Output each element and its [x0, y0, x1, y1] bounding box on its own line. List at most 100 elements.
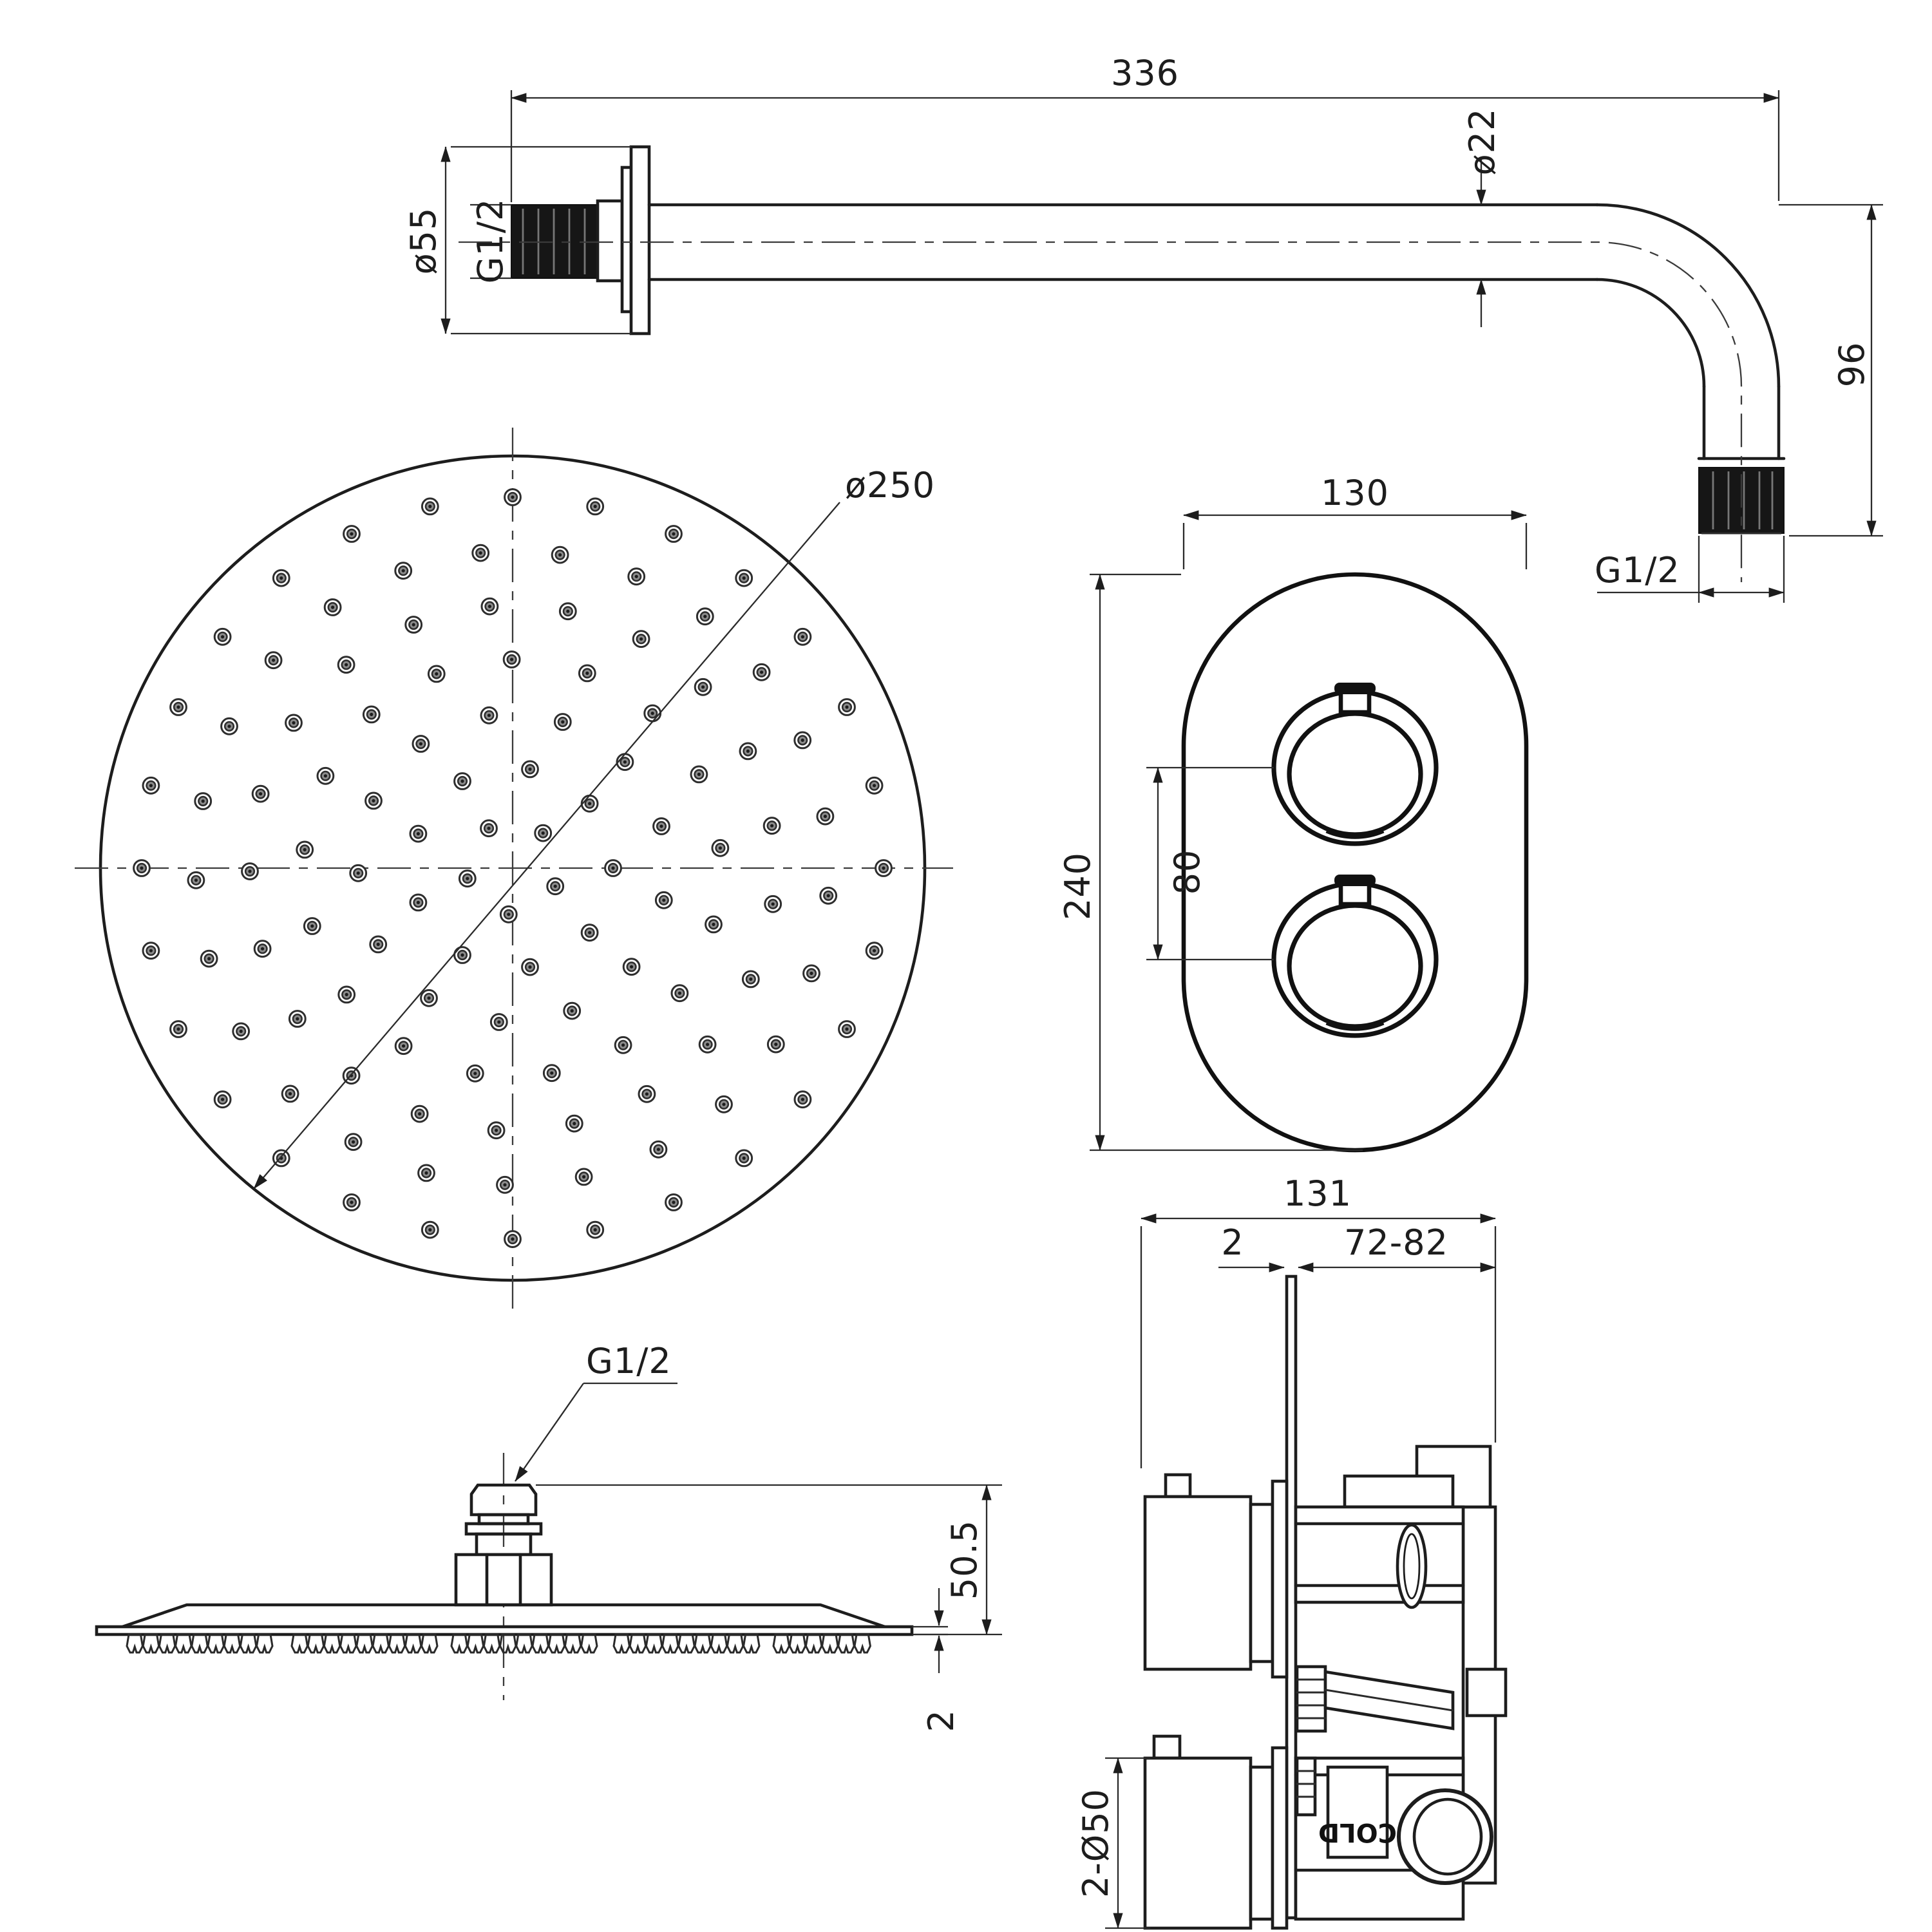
- nozzle: [303, 848, 307, 851]
- nozzle: [845, 705, 849, 709]
- nozzle-tooth: [726, 1633, 744, 1654]
- nozzle: [810, 971, 813, 975]
- head-disc: [95, 1603, 914, 1636]
- dim-valve-side-width-label: 131: [1283, 1173, 1352, 1214]
- dim-flange-diameter-label: ø55: [403, 207, 444, 275]
- nozzle: [593, 1228, 597, 1232]
- nozzle-tooth: [677, 1633, 696, 1654]
- nozzle: [749, 977, 753, 981]
- dim-depth-range: 72-82: [1298, 1222, 1496, 1273]
- shower-arm-side-view: 336 ø55 G1/2 ø22 96: [403, 53, 1883, 603]
- nozzle: [511, 1237, 515, 1241]
- nozzle-tooth: [372, 1633, 390, 1654]
- nozzle-tooth: [661, 1633, 679, 1654]
- nozzle-tooth: [175, 1633, 193, 1654]
- shower-head-side-view: G1/2 50.5 2: [95, 1341, 1002, 1732]
- nozzle: [460, 779, 464, 783]
- nozzle-tooth: [629, 1633, 647, 1654]
- nozzle: [588, 931, 592, 934]
- nozzle: [639, 637, 643, 641]
- nozzle: [487, 714, 491, 717]
- arm-centerline: [459, 241, 1743, 582]
- dim-arm-length: 336: [510, 53, 1780, 202]
- dim-valve-width: 130: [1182, 473, 1528, 569]
- nozzle: [770, 824, 774, 828]
- nozzle: [460, 953, 464, 957]
- dim-outlet-thread: G1/2: [1595, 536, 1785, 603]
- handle-top-cap: [1334, 683, 1376, 694]
- cold-marking: COLD: [1318, 1817, 1397, 1847]
- nozzle-tooth: [772, 1633, 790, 1654]
- nozzle-teeth-row: [126, 1633, 871, 1654]
- nozzle-tooth: [804, 1633, 823, 1654]
- nozzle-tooth: [564, 1633, 582, 1654]
- nozzle: [259, 792, 263, 796]
- dim-handle-spacing-label: 80: [1167, 849, 1208, 895]
- nozzle: [221, 635, 225, 639]
- nozzle-array: [133, 488, 893, 1248]
- dim-head-edge-thickness: 2: [912, 1588, 961, 1732]
- nozzle: [402, 1044, 406, 1048]
- nozzle: [662, 898, 666, 902]
- nozzle: [634, 574, 638, 578]
- nozzle: [528, 767, 532, 771]
- nozzle: [350, 532, 354, 536]
- nozzle: [345, 663, 348, 667]
- dim-head-diameter: ø250: [253, 465, 935, 1189]
- nozzle-tooth: [307, 1633, 325, 1654]
- nozzle: [221, 1097, 225, 1101]
- nozzle-tooth: [421, 1633, 439, 1654]
- nozzle: [621, 1043, 625, 1047]
- nozzle: [703, 614, 707, 618]
- nozzle: [873, 949, 876, 952]
- valve-front-view: 130 240 80: [1057, 473, 1529, 1153]
- nozzle: [826, 894, 830, 898]
- nozzle: [201, 799, 205, 803]
- nozzle: [149, 949, 153, 952]
- shower-head-face-view: ø250: [75, 428, 953, 1311]
- nozzle-tooth: [788, 1633, 807, 1654]
- nozzle: [149, 784, 153, 788]
- nozzle: [466, 876, 469, 880]
- dim-depth-range-label: 72-82: [1344, 1222, 1448, 1263]
- nozzle: [800, 635, 804, 639]
- arm-outlet-thread-texture: [1712, 471, 1774, 529]
- nozzle-tooth: [191, 1633, 209, 1654]
- nozzle: [356, 871, 360, 875]
- nozzle: [478, 551, 482, 555]
- nozzle: [207, 957, 211, 961]
- nozzle: [528, 965, 532, 969]
- dim-valve-height-label: 240: [1057, 852, 1098, 920]
- dim-valve-side-width: 131: [1140, 1173, 1497, 1468]
- nozzle-tooth: [710, 1633, 728, 1654]
- nozzle-tooth: [482, 1633, 501, 1654]
- dim-arm-length-label: 336: [1111, 53, 1179, 93]
- nozzle: [645, 1092, 649, 1096]
- valve-side-handle-bottom: [1143, 1734, 1289, 1930]
- dim-flange-diameter: ø55: [403, 146, 631, 335]
- dim-wall-thread-label: G1/2: [470, 198, 511, 284]
- nozzle: [823, 815, 827, 819]
- dim-head-diameter-label: ø250: [845, 465, 935, 506]
- nozzle: [566, 609, 570, 613]
- dim-plate-thickness-label: 2: [1221, 1222, 1244, 1263]
- nozzle: [140, 866, 144, 870]
- dim-wall-thread: G1/2: [470, 198, 511, 284]
- nozzle: [573, 1122, 576, 1126]
- dim-head-thread-label: G1/2: [586, 1341, 672, 1381]
- dim-head-edge-thickness-label: 2: [921, 1709, 961, 1732]
- nozzle: [760, 670, 764, 674]
- valve-trim-plate: [1181, 572, 1529, 1153]
- nozzle: [412, 623, 415, 627]
- valve-side-handle-top: [1143, 1473, 1289, 1679]
- nozzle: [882, 866, 886, 870]
- nozzle: [495, 1128, 498, 1132]
- nozzle: [289, 1092, 292, 1095]
- arm-backnut: [596, 199, 624, 283]
- nozzle: [310, 924, 314, 928]
- nozzle-tooth: [142, 1633, 160, 1654]
- nozzle: [194, 878, 198, 882]
- nozzle-tooth: [821, 1633, 839, 1654]
- nozzle-tooth: [499, 1633, 517, 1654]
